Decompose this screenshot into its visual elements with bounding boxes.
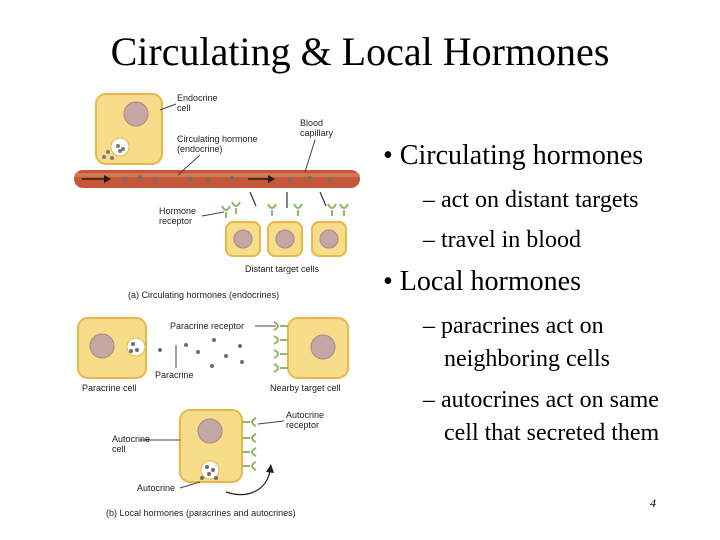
label-paracrine-receptor: Paracrine receptor [170, 321, 244, 331]
autocrine-receptors [242, 417, 257, 471]
released-hormone-molecules [102, 144, 125, 160]
label-autocrine-cell: Autocrine [112, 434, 150, 444]
secretory-vesicle [110, 137, 130, 157]
label-endocrine-cell: Endocrine [177, 93, 218, 103]
sub-bullet-travel-blood: – travel in blood [423, 227, 581, 253]
paracrine-molecules [129, 338, 244, 368]
label-autocrine-receptor: Autocrine [286, 410, 324, 420]
label-autocrine: Autocrine [137, 483, 175, 493]
label-distant-target-cells: Distant target cells [245, 264, 320, 274]
label-hormone-receptor: Hormone [159, 206, 196, 216]
label-paracrine-cell: Paracrine cell [82, 383, 137, 393]
caption-a: (a) Circulating hormones (endocrines) [128, 290, 279, 300]
autocrine-molecules [200, 465, 218, 480]
caption-b: (b) Local hormones (paracrines and autoc… [106, 508, 296, 518]
svg-text:cell: cell [112, 444, 126, 454]
label-paracrine: Paracrine [155, 370, 194, 380]
svg-text:receptor: receptor [286, 420, 319, 430]
label-circulating-hormone: Circulating hormone [177, 134, 258, 144]
sub-bullet-distant-targets: – act on distant targets [423, 187, 639, 213]
page-number: 4 [650, 496, 656, 510]
svg-text:receptor: receptor [159, 216, 192, 226]
distant-target-cells [225, 221, 347, 257]
svg-text:capillary: capillary [300, 128, 334, 138]
sub-bullet-autocrines: – autocrines act on same [423, 387, 659, 413]
endocrine-nucleus [123, 101, 149, 127]
svg-text:(endocrine): (endocrine) [177, 144, 223, 154]
bullet-local-hormones: • Local hormones [383, 266, 581, 297]
sub-bullet-paracrines: – paracrines act on [423, 313, 604, 339]
bullet-circulating-hormones: • Circulating hormones [383, 140, 644, 171]
diffusion-arrows [249, 191, 327, 208]
autocrine-cell [179, 409, 243, 483]
blood-capillary [74, 170, 360, 188]
blood-hormone-molecules [123, 175, 332, 183]
label-blood-capillary: Blood [300, 118, 323, 128]
sub-bullet-paracrines-cont: neighboring cells [444, 346, 610, 372]
paracrine-receptors [273, 321, 288, 373]
flow-arrowhead [104, 175, 111, 183]
slide-title: Circulating & Local Hormones [110, 29, 610, 74]
svg-text:cell: cell [177, 103, 191, 113]
sub-bullet-autocrines-cont: cell that secreted them [444, 420, 660, 446]
label-nearby-target-cell: Nearby target cell [270, 383, 341, 393]
autocrine-loop-arrow [225, 469, 271, 496]
hormone-receptors [221, 201, 349, 218]
